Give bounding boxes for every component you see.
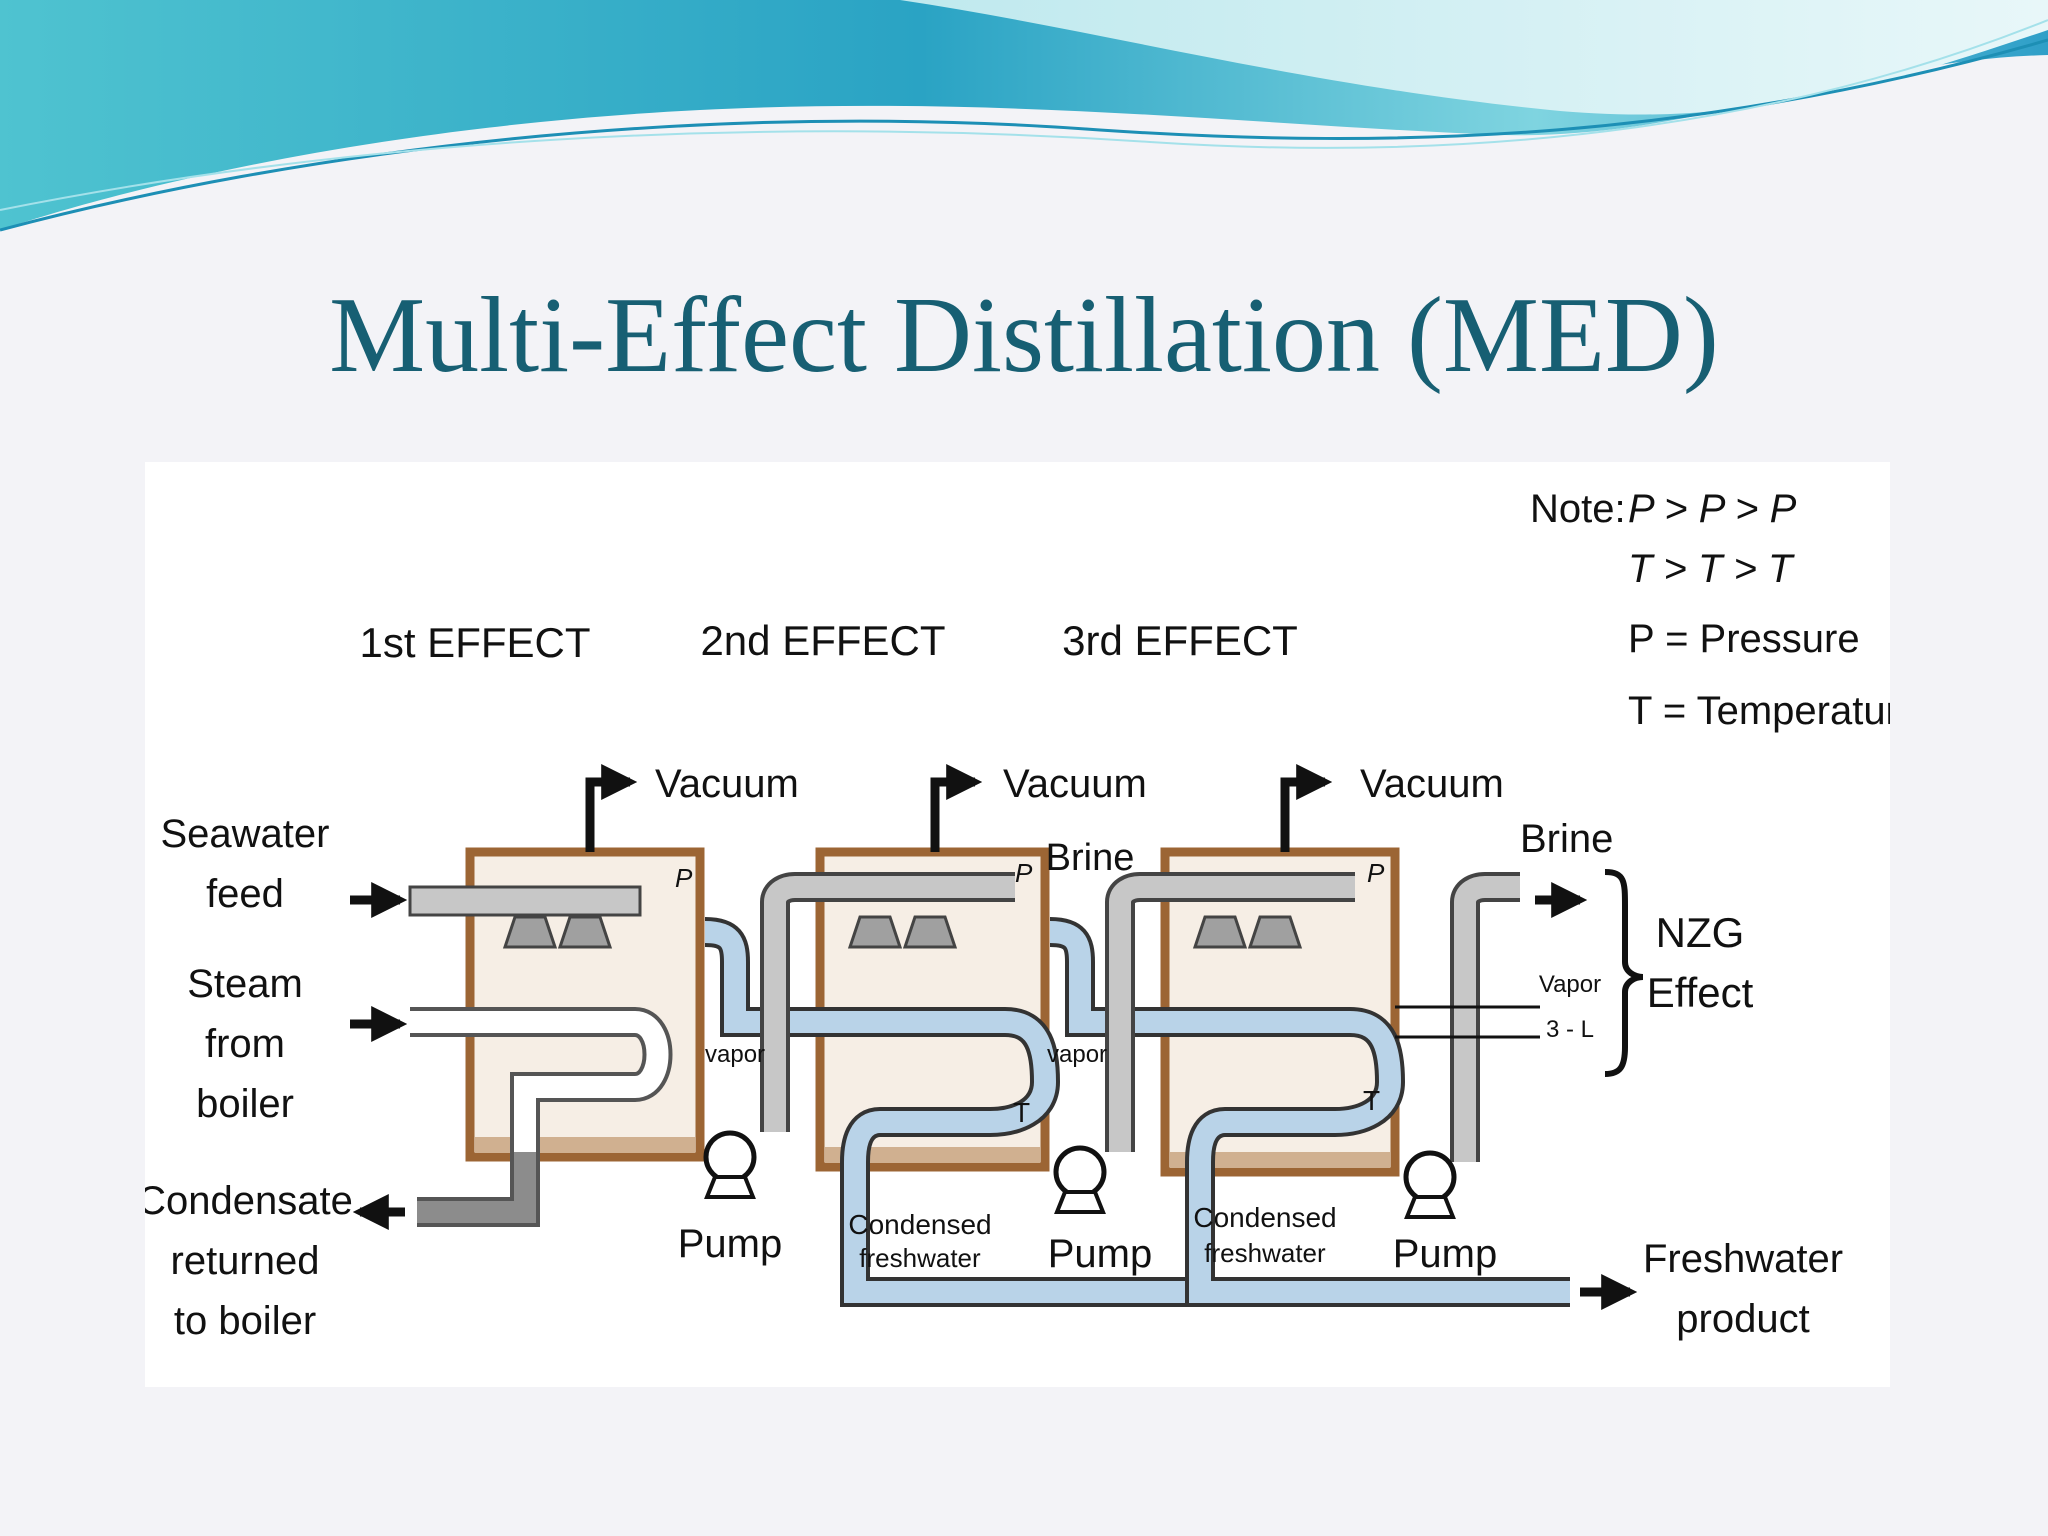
note-pressure-order: P > P > P	[1628, 487, 1797, 531]
vacuum-label-3: Vacuum	[1360, 762, 1504, 806]
med-process-diagram: 1st EFFECT 2nd EFFECT 3rd EFFECT Note: P…	[145, 487, 1890, 1343]
condensate-label-1: Condensate	[145, 1179, 353, 1223]
vapor-label-2: vapor	[1047, 1041, 1107, 1068]
p-mark-3: P	[1367, 858, 1385, 888]
brine-label-outlet: Brine	[1520, 817, 1613, 861]
steam-label-1: Steam	[187, 962, 303, 1006]
nzg-bracket	[1604, 869, 1644, 1077]
pump-label-2: Pump	[1048, 1232, 1153, 1276]
vacuum-outlets	[585, 764, 1333, 852]
nzg-label-1: NZG	[1656, 909, 1745, 956]
effect-label-3: 3rd EFFECT	[1062, 617, 1298, 664]
med-diagram-panel: 1st EFFECT 2nd EFFECT 3rd EFFECT Note: P…	[145, 462, 1890, 1387]
note-temperature-def: T = Temperature	[1628, 689, 1890, 733]
brine-label-internal: Brine	[1046, 837, 1135, 879]
pump-1	[703, 1130, 757, 1199]
seawater-feed-label-1: Seawater	[161, 812, 330, 856]
nzg-sub-label: 3 - L	[1546, 1016, 1594, 1043]
condensed-label-1a: Condensed	[848, 1209, 991, 1240]
vacuum-label-2: Vacuum	[1003, 762, 1147, 806]
vapor-label-1: vapor	[705, 1041, 765, 1068]
note-pressure-def: P = Pressure	[1628, 617, 1860, 661]
note-heading: Note:	[1530, 487, 1626, 531]
effect-label-1: 1st EFFECT	[359, 619, 590, 666]
nzg-vapor-label: Vapor	[1539, 971, 1601, 998]
p-mark-2: P	[1015, 858, 1033, 888]
note-temperature-order: T > T > T	[1628, 547, 1795, 591]
freshwater-label-2: product	[1676, 1297, 1809, 1341]
pump-label-1: Pump	[678, 1222, 783, 1266]
steam-label-3: boiler	[196, 1082, 294, 1126]
pump-2	[1053, 1145, 1107, 1214]
pump-label-3: Pump	[1393, 1232, 1498, 1276]
steam-label-2: from	[205, 1022, 285, 1066]
condensed-label-2b: freshwater	[1204, 1238, 1326, 1268]
seawater-feed-label-2: feed	[206, 872, 284, 916]
condensate-label-3: to boiler	[174, 1299, 316, 1343]
t-mark-2: T	[1013, 1097, 1030, 1128]
slide-title: Multi-Effect Distillation (MED)	[329, 276, 1719, 395]
t-mark-3: T	[1363, 1085, 1380, 1116]
freshwater-label-1: Freshwater	[1643, 1237, 1843, 1281]
header-wave-banner	[0, 0, 2048, 232]
pump-3	[1403, 1150, 1457, 1219]
p-mark-1: P	[675, 863, 693, 893]
condensate-label-2: returned	[171, 1239, 320, 1283]
condensed-label-2a: Condensed	[1193, 1202, 1336, 1233]
spray-nozzles	[502, 915, 1303, 949]
condensed-label-1b: freshwater	[859, 1243, 981, 1273]
nzg-label-2: Effect	[1647, 969, 1754, 1016]
seawater-feed-pipe	[408, 885, 642, 917]
note-legend: Note: P > P > P T > T > T P = Pressure T…	[1530, 487, 1890, 733]
effect-label-2: 2nd EFFECT	[700, 617, 945, 664]
vacuum-label-1: Vacuum	[655, 762, 799, 806]
